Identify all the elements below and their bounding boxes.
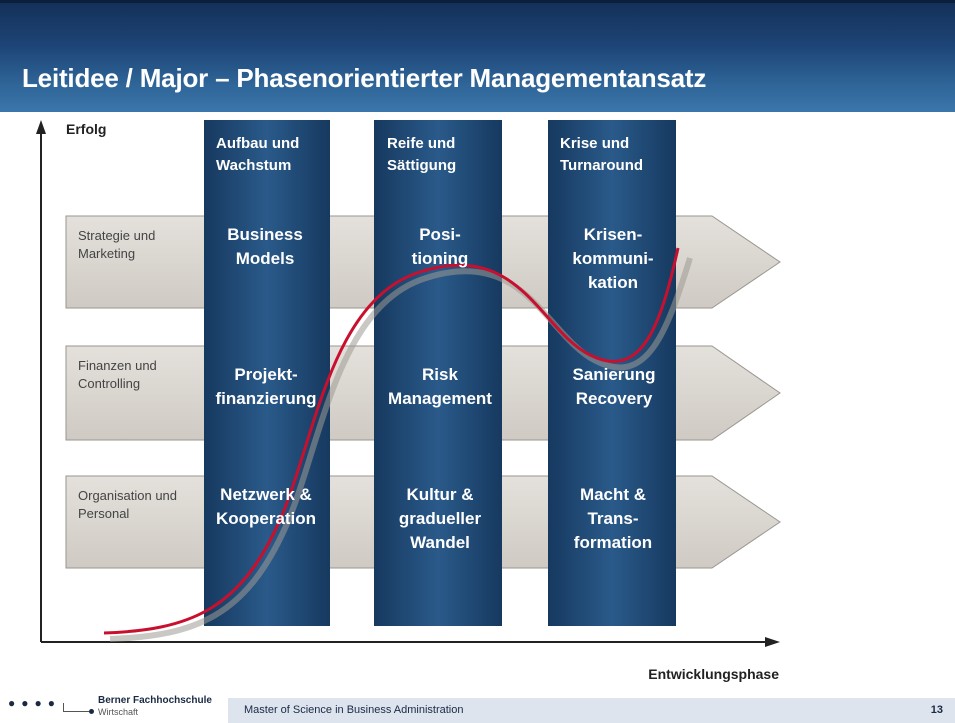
- cell-strategy-3-line1: Krisen-: [584, 225, 643, 244]
- growth-curve: [103, 247, 680, 635]
- cell-strategy-2-line1: Posi-: [419, 225, 461, 244]
- row-label-strategy-line1: Strategie und: [78, 228, 155, 243]
- cell-organisation-3-line3: formation: [574, 533, 652, 552]
- logo-dots-icon: ●●●●: [8, 696, 61, 710]
- phase-header-2-line2: Sättigung: [387, 157, 456, 174]
- cell-organisation-1-line2: Kooperation: [216, 509, 316, 528]
- phase-header-1-line1: Aufbau und: [216, 135, 299, 152]
- row-label-organisation-line2: Personal: [78, 506, 129, 521]
- cell-finance-2-line1: Risk: [422, 365, 458, 384]
- logo-subtitle: Wirtschaft: [98, 707, 139, 717]
- logo-name: Berner Fachhochschule: [98, 695, 212, 706]
- cell-organisation-1-line1: Netzwerk &: [220, 485, 312, 504]
- y-axis-label: Erfolg: [66, 121, 106, 137]
- phase-header-1-line2: Wachstum: [216, 157, 291, 174]
- slide-header: Leitidee / Major – Phasenorientierter Ma…: [0, 0, 955, 112]
- cell-strategy-2-line2: tioning: [412, 249, 469, 268]
- row-label-organisation-line1: Organisation und: [78, 488, 177, 503]
- page-number: 13: [930, 704, 943, 716]
- phase-column-3: [548, 120, 676, 626]
- cell-strategy-1-line1: Business: [227, 225, 303, 244]
- x-axis-arrowhead: [765, 637, 780, 647]
- phase-column-1: [204, 120, 330, 626]
- row-label-strategy-line2: Marketing: [78, 246, 135, 261]
- cell-organisation-3-line2: Trans-: [587, 509, 638, 528]
- logo-dot-icon: [89, 709, 94, 714]
- cell-finance-3-line2: Recovery: [576, 389, 653, 408]
- phase-header-3-line2: Turnaround: [560, 157, 643, 174]
- logo-connector: [63, 703, 65, 711]
- x-axis-label: Entwicklungsphase: [648, 666, 779, 682]
- footer-program-text: Master of Science in Business Administra…: [244, 704, 464, 716]
- phase-column-2: [374, 120, 502, 626]
- phase-header-2-line1: Reife und: [387, 135, 455, 152]
- cell-organisation-2-line3: Wandel: [410, 533, 470, 552]
- phase-diagram: Erfolg Entwicklungsphase Strategie und M…: [36, 120, 781, 682]
- footer-bar: [228, 698, 955, 723]
- y-axis-arrowhead: [36, 120, 46, 134]
- cell-finance-3-line1: Sanierung: [572, 365, 655, 384]
- cell-organisation-2-line1: Kultur &: [406, 485, 473, 504]
- cell-strategy-3-line3: kation: [588, 273, 638, 292]
- cell-finance-1-line1: Projekt-: [234, 365, 297, 384]
- row-label-finance-line1: Finanzen und: [78, 358, 157, 373]
- logo-connector-horizontal: [63, 711, 89, 713]
- row-label-finance-line2: Controlling: [78, 376, 140, 391]
- cell-organisation-3-line1: Macht &: [580, 485, 646, 504]
- slide-title: Leitidee / Major – Phasenorientierter Ma…: [22, 63, 707, 93]
- cell-strategy-1-line2: Models: [236, 249, 295, 268]
- cell-finance-1-line2: finanzierung: [215, 389, 316, 408]
- growth-curve-shadow: [109, 257, 693, 642]
- phase-header-3-line1: Krise und: [560, 135, 629, 152]
- slide-footer: ●●●● Berner Fachhochschule Wirtschaft Ma…: [0, 690, 955, 723]
- cell-strategy-3-line2: kommuni-: [572, 249, 653, 268]
- cell-organisation-2-line2: gradueller: [399, 509, 482, 528]
- cell-finance-2-line2: Management: [388, 389, 492, 408]
